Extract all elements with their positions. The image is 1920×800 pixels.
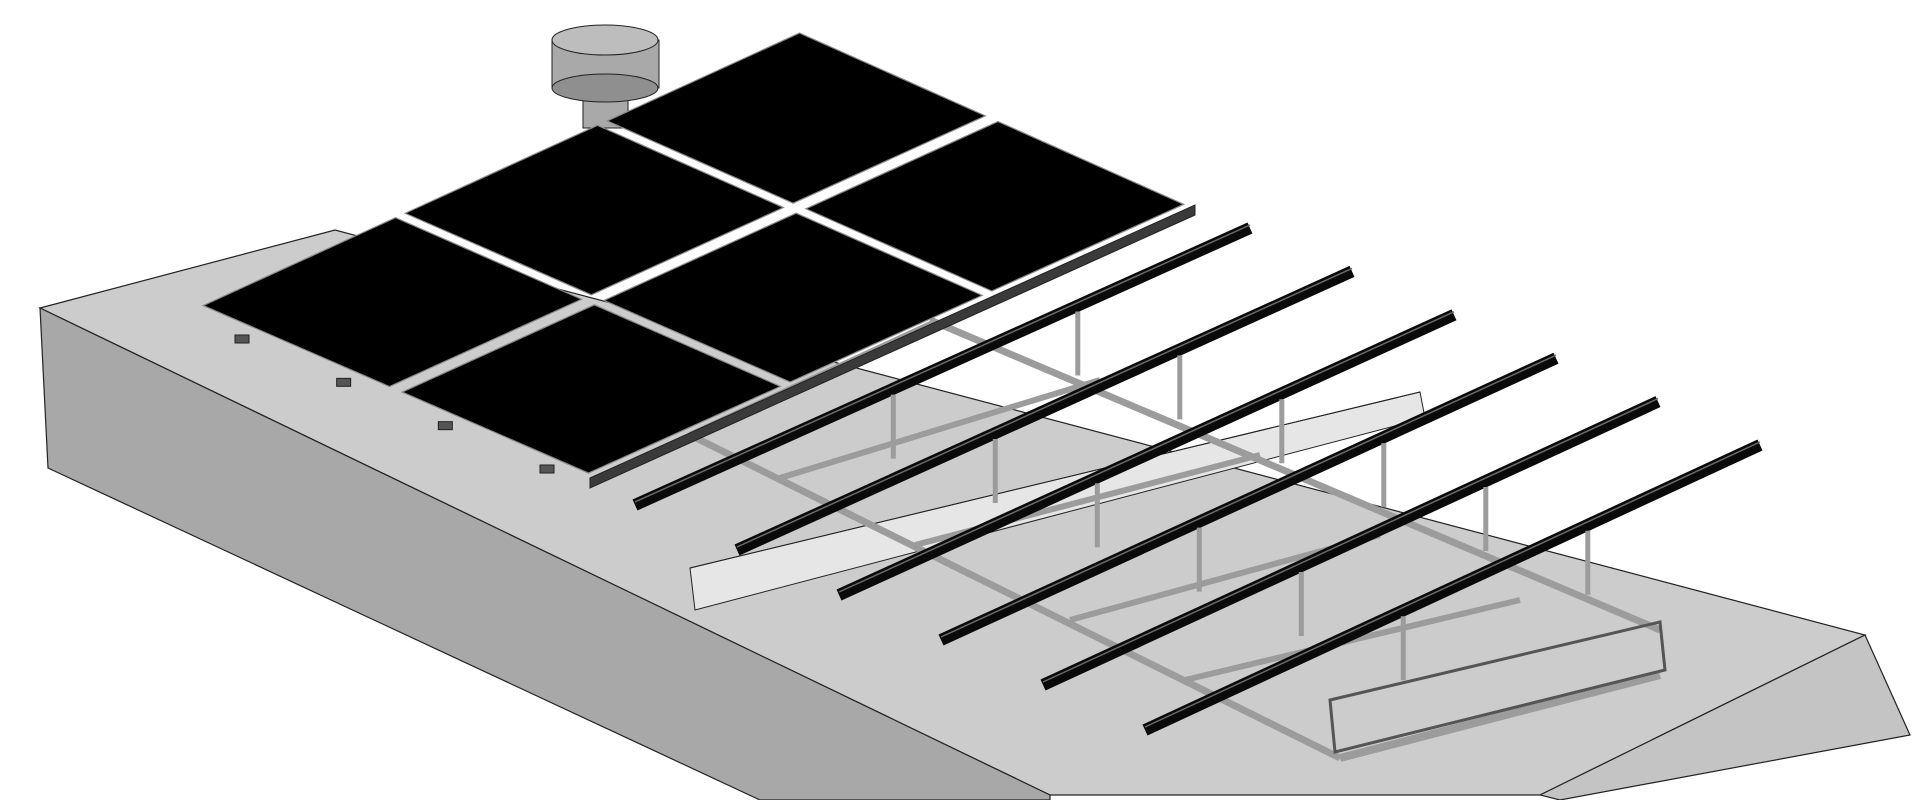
mounting-rail	[938, 352, 1559, 646]
panel-mount-foot	[539, 464, 555, 474]
roof-vent	[551, 24, 660, 129]
frame-front-box	[1328, 620, 1667, 754]
mounting-rail	[632, 222, 1253, 511]
mounting-rail-highlight	[1042, 397, 1659, 683]
solar-panel-array	[201, 32, 1196, 489]
frame-left-long-member	[688, 431, 1342, 762]
panel-mount-foot	[437, 421, 453, 431]
panel-mount-foot	[336, 377, 352, 387]
solar-panel	[602, 212, 984, 383]
panel-mount-foot	[234, 334, 250, 344]
roof-left-face	[39, 307, 1051, 800]
panel-array-edge	[589, 204, 1196, 489]
frame-cross-member	[779, 377, 1101, 481]
roof-front-face	[1538, 634, 1911, 800]
mounting-rail	[734, 265, 1355, 556]
mounting-rail	[1142, 439, 1763, 736]
solar-panel	[403, 124, 785, 296]
mounting-rail-highlight	[838, 311, 1455, 593]
mounting-rail-highlight	[736, 267, 1353, 548]
solar-panel	[804, 120, 1186, 292]
mounting-rail-highlight	[1144, 441, 1761, 728]
mounting-rail	[836, 309, 1457, 601]
mounting-rail-highlight	[634, 224, 1251, 503]
mounting-rail	[1040, 396, 1661, 691]
mounting-rail-highlight	[940, 354, 1557, 638]
vent-cap-bottom	[551, 73, 659, 103]
mounting-rails	[632, 222, 1763, 736]
frame-front-member	[1338, 671, 1662, 762]
solar-panel	[605, 32, 987, 204]
solar-panel	[201, 217, 584, 388]
vent-cap-top	[551, 24, 659, 56]
solar-panel	[400, 304, 782, 474]
roof-step-edge	[689, 391, 1421, 569]
